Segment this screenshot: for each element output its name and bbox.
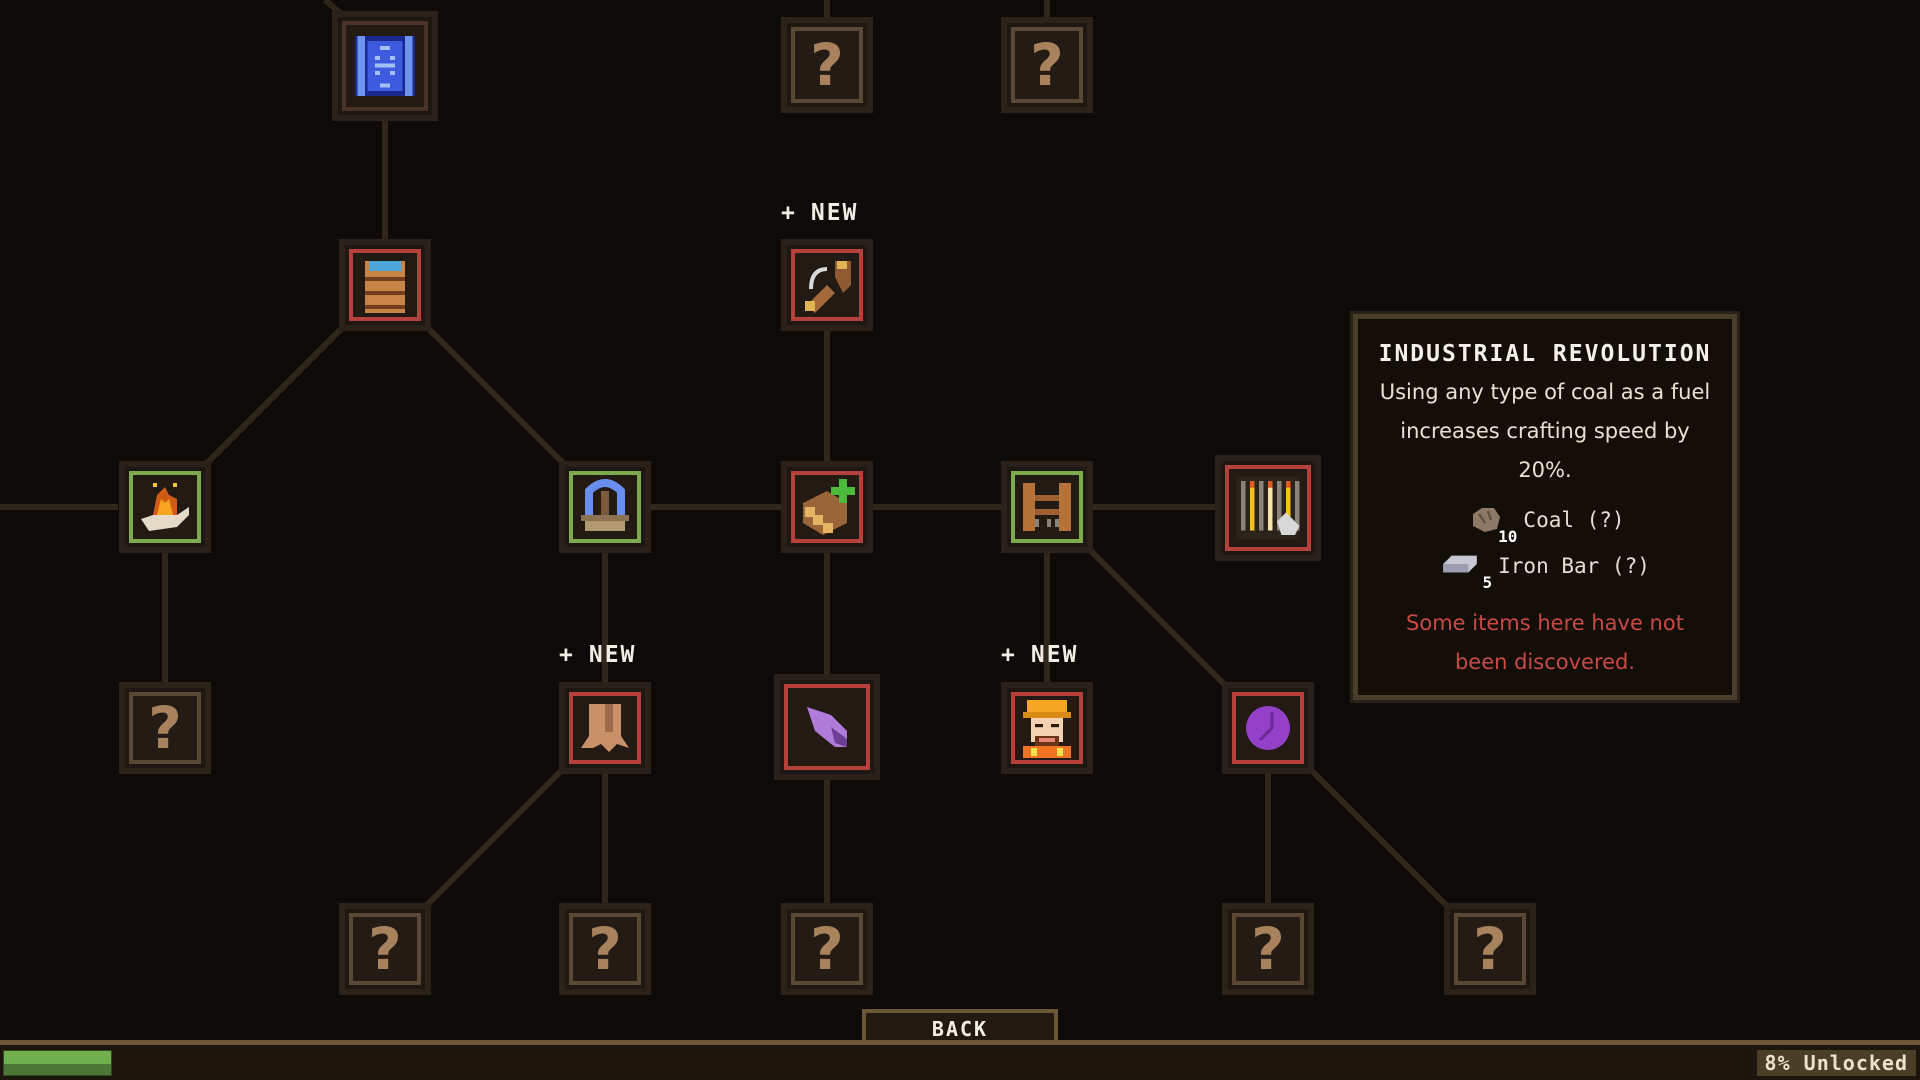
skill-node-wood-plus[interactable] bbox=[781, 461, 873, 553]
skill-node-locked[interactable]: ? bbox=[339, 903, 431, 995]
requirement-label: Iron Bar (?) bbox=[1498, 554, 1650, 578]
wood-logs-plus-icon bbox=[803, 479, 855, 535]
purple-crystal-icon bbox=[807, 707, 847, 747]
skill-node-pickaxe-wood[interactable] bbox=[781, 239, 873, 331]
requirement-count: 10 bbox=[1498, 527, 1518, 546]
blue-altar-icon bbox=[581, 479, 629, 531]
requirement-label: Coal (?) bbox=[1523, 508, 1625, 532]
skill-tooltip: INDUSTRIAL REVOLUTION Using any type of … bbox=[1350, 311, 1740, 703]
question-mark-icon: ? bbox=[588, 915, 622, 983]
coal-icon: 10 bbox=[1465, 504, 1517, 546]
tooltip-warning: Some items here have not been discovered… bbox=[1406, 611, 1684, 674]
skill-node-locked[interactable]: ? bbox=[119, 682, 211, 774]
furnace-grate-icon bbox=[1236, 476, 1300, 540]
tree-stump-icon bbox=[581, 704, 629, 752]
unlocked-percent-label: 8% Unlocked bbox=[1756, 1050, 1916, 1076]
skill-node-worker[interactable] bbox=[1001, 682, 1093, 774]
question-mark-icon: ? bbox=[1473, 915, 1507, 983]
iron-bar-icon: 5 bbox=[1440, 550, 1492, 592]
back-button[interactable]: BACK bbox=[862, 1009, 1058, 1045]
skill-node-scroll[interactable] bbox=[332, 11, 438, 121]
skill-node-locked[interactable]: ? bbox=[559, 903, 651, 995]
pickaxe-wood-icon bbox=[805, 261, 851, 313]
skill-node-bucket[interactable] bbox=[339, 239, 431, 331]
worker-hardhat-icon bbox=[1023, 700, 1071, 758]
skill-node-locked[interactable]: ? bbox=[1222, 903, 1314, 995]
question-mark-icon: ? bbox=[1251, 915, 1285, 983]
skill-node-altar[interactable] bbox=[559, 461, 651, 553]
footer-bar: 8% Unlocked bbox=[0, 1040, 1920, 1080]
skill-node-locked[interactable]: ? bbox=[781, 17, 873, 113]
new-badge: +NEW bbox=[1001, 642, 1079, 668]
question-mark-icon: ? bbox=[1030, 31, 1064, 99]
connector bbox=[202, 322, 348, 468]
requirement-count: 5 bbox=[1482, 573, 1493, 592]
purple-orb-icon bbox=[1246, 706, 1290, 750]
question-mark-icon: ? bbox=[148, 694, 182, 762]
tree-connectors bbox=[0, 0, 1451, 910]
campfire-hand-icon bbox=[141, 483, 189, 531]
skill-node-tree-stump[interactable] bbox=[559, 682, 651, 774]
skill-node-locked[interactable]: ? bbox=[781, 903, 873, 995]
skill-node-workbench[interactable] bbox=[1001, 461, 1093, 553]
unlock-progress-bar bbox=[3, 1050, 1743, 1076]
tooltip-requirements: 10 Coal (?) 5 Iron Bar (?) bbox=[1358, 504, 1732, 592]
connector bbox=[422, 322, 568, 468]
question-mark-icon: ? bbox=[368, 915, 402, 983]
connector bbox=[1305, 764, 1451, 910]
skill-node-industrial-revolution[interactable] bbox=[1215, 455, 1321, 561]
question-mark-icon: ? bbox=[810, 31, 844, 99]
skill-node-purple-orb[interactable] bbox=[1222, 682, 1314, 774]
skill-node-crystal[interactable] bbox=[774, 674, 880, 780]
requirement-row: 10 Coal (?) bbox=[1465, 504, 1625, 546]
workbench-icon bbox=[1023, 483, 1071, 531]
connector bbox=[422, 764, 568, 910]
new-badge: +NEW bbox=[559, 642, 637, 668]
wooden-bucket-icon bbox=[365, 261, 405, 313]
new-badge: +NEW bbox=[781, 200, 859, 226]
unlock-progress-fill bbox=[3, 1050, 112, 1076]
connector bbox=[1084, 544, 1231, 691]
requirement-row: 5 Iron Bar (?) bbox=[1440, 550, 1650, 592]
blue-scroll-icon bbox=[355, 36, 415, 96]
tooltip-description: Using any type of coal as a fuel increas… bbox=[1379, 380, 1711, 482]
skill-node-locked[interactable]: ? bbox=[1001, 17, 1093, 113]
tooltip-title: INDUSTRIAL REVOLUTION bbox=[1378, 341, 1712, 367]
skill-node-locked[interactable]: ? bbox=[1444, 903, 1536, 995]
question-mark-icon: ? bbox=[810, 915, 844, 983]
skill-node-campfire[interactable] bbox=[119, 461, 211, 553]
